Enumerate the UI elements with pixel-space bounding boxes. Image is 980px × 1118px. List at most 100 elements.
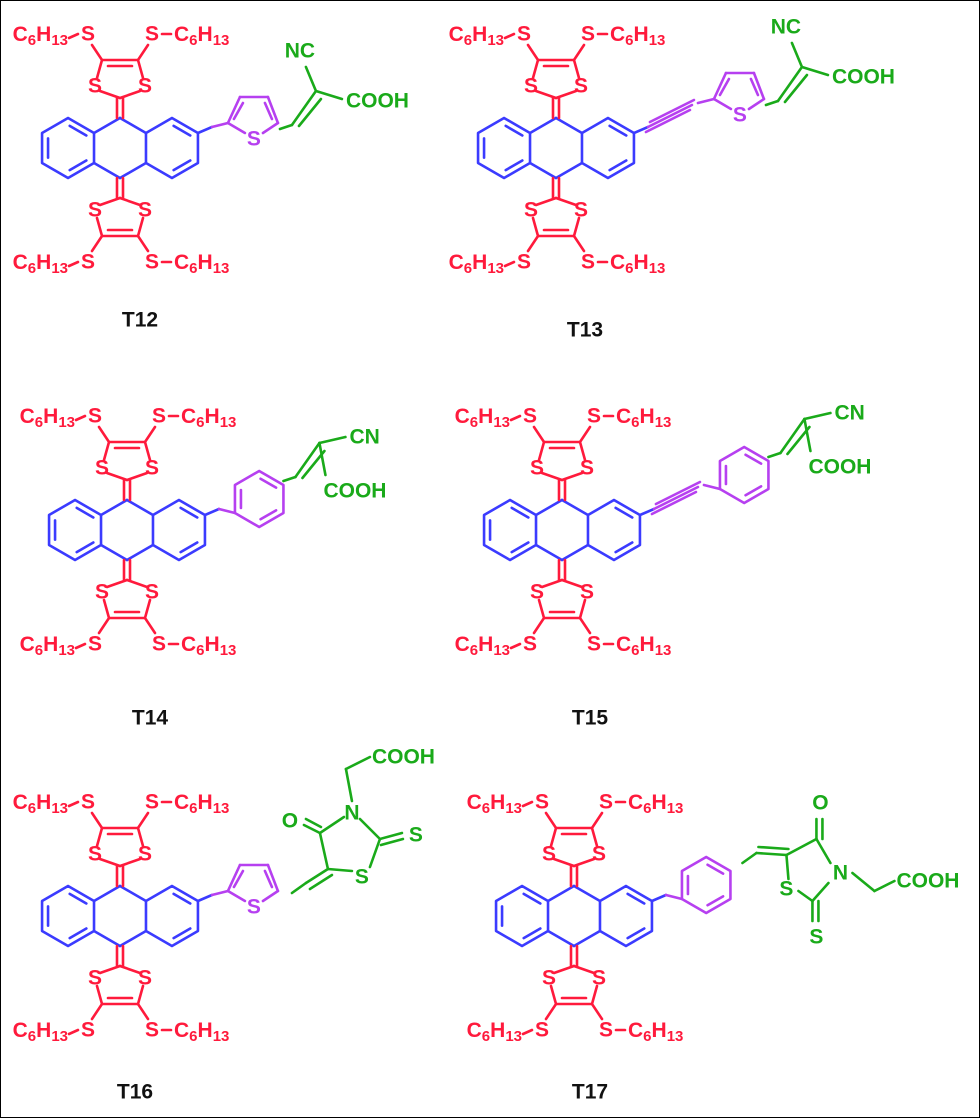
bond: [578, 616, 592, 635]
bond: [125, 543, 155, 562]
bond: [125, 471, 149, 482]
bond: [572, 857, 596, 868]
bond: [98, 196, 122, 207]
hexyl-chain: C6H13: [616, 405, 671, 431]
ring-sulfur: S: [524, 75, 538, 98]
bond: [143, 425, 157, 444]
bond: [706, 863, 725, 875]
bond: [97, 616, 111, 635]
benzo-ring-left: [482, 498, 538, 562]
thioether-sulfur: S: [81, 791, 95, 814]
benzo-ring-right: [151, 498, 207, 562]
bond: [302, 823, 322, 835]
bond: [504, 124, 524, 137]
bond: [546, 929, 576, 948]
bond: [757, 845, 790, 851]
carboxylic-acid-label: COOH: [808, 456, 871, 479]
bond: [644, 108, 692, 134]
bond: [526, 43, 540, 62]
ring-sulfur: S: [592, 967, 606, 990]
bond: [318, 441, 327, 477]
hexyl-chain: C6H13: [455, 633, 510, 659]
bond: [851, 871, 876, 893]
bond: [318, 815, 346, 835]
bond: [326, 867, 354, 873]
bond: [136, 234, 150, 253]
thioether-sulfur: S: [145, 791, 159, 814]
bond: [118, 929, 148, 948]
bond: [136, 826, 145, 848]
alkyl-bond: [67, 1028, 80, 1036]
ring-sulfur: S: [138, 75, 152, 98]
bond: [560, 543, 590, 562]
bond: [68, 159, 88, 172]
alkyl-bond: [67, 32, 80, 40]
anthracene-core: [494, 884, 654, 948]
bond: [263, 101, 274, 121]
bond: [226, 121, 247, 135]
bond: [522, 892, 542, 905]
benzo-ring-left: [47, 498, 103, 562]
core-spacer-bond: [203, 507, 221, 517]
bond: [572, 234, 586, 253]
bond: [532, 425, 546, 444]
bond: [304, 867, 330, 885]
bond: [626, 927, 646, 940]
bond: [718, 77, 731, 97]
compound-label: T14: [132, 707, 169, 730]
ring-sulfur: S: [145, 581, 159, 604]
bond: [75, 541, 95, 554]
bond: [259, 477, 278, 489]
bond: [118, 857, 142, 868]
bond: [590, 984, 599, 1006]
bond: [98, 89, 122, 100]
phenyl-spacer: [217, 469, 285, 529]
bond: [304, 817, 323, 829]
bond: [648, 98, 696, 124]
bond: [105, 578, 129, 589]
ring-sulfur: S: [95, 457, 109, 480]
bond: [118, 884, 148, 903]
bond: [554, 89, 578, 100]
bond: [98, 857, 122, 868]
benzo-ring-left: [40, 884, 96, 948]
ring-nitrogen: N: [344, 802, 359, 825]
ring-sulfur: S: [524, 199, 538, 222]
bond: [378, 831, 404, 841]
nitrile-label: NC: [285, 40, 315, 63]
thioether-sulfur: S: [587, 405, 601, 428]
bond: [537, 598, 546, 620]
thione-sulfur: S: [809, 926, 823, 949]
bond: [136, 43, 150, 62]
hexyl-chain: C6H13: [449, 23, 504, 49]
thioether-sulfur: S: [599, 1019, 613, 1042]
bond: [379, 837, 405, 847]
bond: [531, 216, 540, 238]
bond: [97, 425, 111, 444]
bond: [90, 43, 104, 62]
bond: [528, 116, 558, 135]
bond: [608, 159, 628, 172]
ring-sulfur: S: [138, 843, 152, 866]
bond: [646, 103, 694, 129]
bond: [540, 471, 564, 482]
bond: [572, 964, 596, 975]
bond: [744, 485, 763, 497]
hexyl-chain: C6H13: [628, 1019, 683, 1045]
bond: [544, 1002, 558, 1021]
hexyl-chain: C6H13: [174, 1019, 229, 1045]
ring-sulfur: S: [88, 75, 102, 98]
bond: [172, 892, 192, 905]
hexyl-chain: C6H13: [181, 405, 236, 431]
bond: [664, 893, 684, 901]
